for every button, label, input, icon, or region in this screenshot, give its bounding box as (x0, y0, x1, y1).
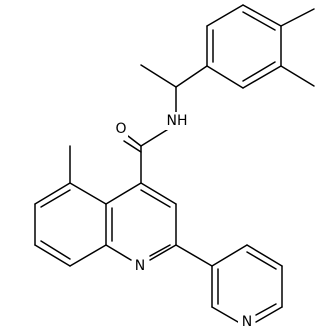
bond (242, 65, 282, 89)
pyridine-ring (175, 244, 283, 323)
bond (105, 244, 132, 261)
atom-label-nh: NH (163, 112, 191, 130)
bond (280, 8, 315, 27)
bond (40, 189, 71, 208)
amide-group (123, 127, 171, 184)
bond (140, 189, 171, 208)
bond (211, 244, 248, 267)
atom-label-oxygen: O (112, 120, 128, 138)
bond (40, 240, 71, 260)
atom-label-quinoline-n: N (132, 257, 149, 275)
bond (280, 65, 315, 87)
bond (255, 303, 277, 316)
bond (105, 182, 142, 205)
bond (255, 306, 283, 323)
bond (175, 244, 213, 267)
bond (140, 182, 177, 205)
bond (123, 140, 142, 153)
bond (242, 11, 276, 31)
bond (34, 244, 71, 267)
bond (140, 127, 171, 147)
bond (140, 64, 177, 88)
bond (206, 4, 244, 27)
bond (242, 4, 282, 27)
bond (149, 244, 171, 257)
ethyl-linker (140, 64, 208, 114)
bond (246, 244, 283, 267)
bond (242, 61, 276, 82)
bond (127, 135, 142, 147)
dimethylphenyl-ring (206, 4, 315, 89)
bond (149, 244, 177, 261)
amide-nh-label: NH (167, 113, 188, 129)
bond (211, 306, 239, 323)
bond (69, 182, 107, 205)
bond (34, 182, 71, 205)
bond (206, 65, 244, 89)
bond (246, 251, 277, 270)
pyridine-nitrogen-label: N (242, 314, 252, 329)
quinoline-core (34, 145, 177, 267)
bond (175, 65, 208, 88)
bond (69, 244, 107, 267)
oxygen-label: O (115, 121, 126, 137)
atom-label-pyridine-n: N (238, 314, 255, 329)
quinoline-nitrogen-label: N (135, 258, 145, 274)
